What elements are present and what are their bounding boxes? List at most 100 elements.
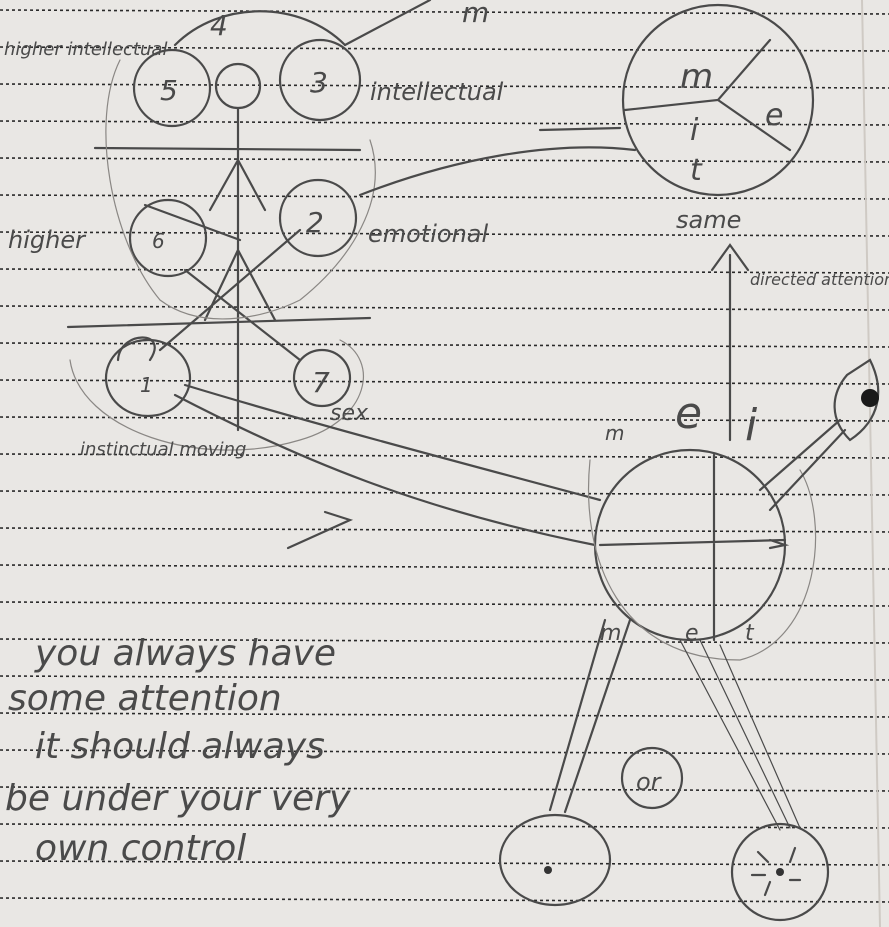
label-two: 2 bbox=[306, 206, 324, 239]
circle-six bbox=[128, 198, 208, 278]
divider-top bbox=[93, 146, 362, 152]
ruled-line bbox=[0, 83, 889, 89]
arrow-up bbox=[710, 243, 750, 442]
ruled-line bbox=[0, 231, 889, 237]
star-circle bbox=[730, 822, 830, 922]
divider-bottom bbox=[66, 316, 372, 329]
ruled-line bbox=[0, 527, 889, 533]
letter-m-topedge: m bbox=[462, 0, 489, 29]
ruled-line bbox=[0, 268, 889, 274]
line-instinct-to-eye bbox=[173, 393, 597, 547]
mei-circle-top bbox=[621, 3, 815, 197]
star-center bbox=[776, 868, 784, 876]
line-sex-to-eye bbox=[183, 383, 602, 502]
cross-lines bbox=[143, 203, 302, 362]
line-to-dot-circle bbox=[548, 618, 632, 814]
letter-m-top: m bbox=[680, 57, 713, 97]
label-three: 3 bbox=[310, 66, 328, 99]
label-sex: sex bbox=[330, 401, 369, 426]
label-higher-intellectual: higher intellectual bbox=[4, 39, 167, 60]
label-or: or bbox=[636, 768, 663, 796]
letter-i-top: i bbox=[690, 113, 699, 148]
label-emotional: emotional bbox=[368, 220, 489, 248]
label-intellectual: intellectual bbox=[370, 78, 504, 106]
ruled-line bbox=[0, 712, 889, 718]
label-six: 6 bbox=[152, 229, 165, 253]
note-line-2: some attention bbox=[8, 678, 282, 719]
ruled-line bbox=[0, 823, 889, 829]
circle-one bbox=[104, 338, 192, 418]
ruled-line bbox=[0, 9, 889, 15]
ruled-line bbox=[0, 638, 889, 644]
label-instinctual-moving: instinctual moving bbox=[80, 439, 246, 460]
eye-beam bbox=[758, 418, 847, 512]
ruled-line bbox=[0, 897, 889, 903]
ruled-line bbox=[0, 305, 889, 311]
mei-crosshairs bbox=[598, 453, 787, 642]
label-one: 1 bbox=[140, 373, 153, 397]
ruled-line bbox=[0, 860, 889, 866]
line-top-right bbox=[343, 0, 432, 47]
letter-t-bottom: t bbox=[745, 621, 755, 646]
label-four: 4 bbox=[210, 9, 228, 42]
ruled-line bbox=[0, 749, 889, 755]
ruled-line bbox=[0, 416, 889, 422]
note-line-3: it should always bbox=[35, 726, 325, 767]
ruled-line bbox=[0, 601, 889, 607]
label-five: 5 bbox=[160, 74, 178, 107]
label-higher: higher bbox=[8, 226, 87, 254]
eye-pupil bbox=[861, 389, 879, 407]
arrow-lower-left bbox=[286, 510, 354, 550]
cloud-outline bbox=[105, 59, 376, 320]
ruled-line bbox=[0, 564, 889, 570]
cloud-outline-lower bbox=[69, 339, 364, 451]
letter-e-bottom: e bbox=[685, 621, 699, 646]
annotations: higher intellectual intellectual emotion… bbox=[4, 39, 889, 796]
label-same: same bbox=[676, 206, 741, 234]
line-emotional-to-circle bbox=[358, 146, 637, 197]
note-line-1: you always have bbox=[34, 633, 336, 674]
star-marks bbox=[750, 846, 802, 897]
dot-center bbox=[544, 866, 552, 874]
letter-m-lower: m bbox=[605, 421, 624, 445]
letter-e-lower: e bbox=[675, 388, 702, 439]
note-line-4: be under your very bbox=[5, 778, 351, 819]
stick-figure bbox=[203, 106, 277, 432]
line-intellect-to-circle bbox=[538, 126, 622, 132]
head-figure bbox=[214, 62, 262, 110]
circle-numbers: 4 5 3 2 1 7 6 bbox=[140, 9, 330, 399]
pencil-drawing bbox=[66, 0, 880, 922]
lines-to-star-circle bbox=[679, 639, 801, 831]
mei-divisions bbox=[623, 38, 792, 152]
letter-m-bottom: m bbox=[600, 621, 621, 646]
eye-shape bbox=[833, 358, 880, 442]
letter-i-lower: i bbox=[745, 400, 758, 451]
ruled-line bbox=[0, 342, 889, 348]
ruled-line bbox=[0, 120, 889, 126]
circle-five bbox=[132, 48, 212, 128]
circle-seven bbox=[292, 348, 352, 408]
ruled-line bbox=[0, 786, 889, 792]
crosshair-arrow bbox=[768, 538, 790, 550]
label-directed-attention: directed attention bbox=[750, 270, 889, 289]
arc-four bbox=[173, 10, 347, 47]
circle-three bbox=[278, 38, 362, 122]
ruled-line bbox=[0, 675, 889, 681]
dot-circle bbox=[498, 813, 612, 907]
or-circle bbox=[620, 746, 684, 810]
letter-e-top: e bbox=[765, 98, 783, 133]
circle-two bbox=[278, 178, 358, 258]
ruled-line bbox=[0, 46, 889, 52]
handwritten-note: you always have some attention it should… bbox=[5, 633, 351, 869]
ruled-line bbox=[0, 379, 889, 385]
page-edge bbox=[861, 0, 881, 927]
circle-one-scribble bbox=[116, 336, 156, 362]
ruled-line bbox=[0, 453, 889, 459]
ruled-line bbox=[0, 194, 889, 200]
ruled-line bbox=[0, 157, 889, 163]
label-seven: 7 bbox=[312, 366, 330, 399]
ruled-line bbox=[0, 490, 889, 496]
mei-letters: m e i t m e i m e t m bbox=[462, 0, 783, 646]
